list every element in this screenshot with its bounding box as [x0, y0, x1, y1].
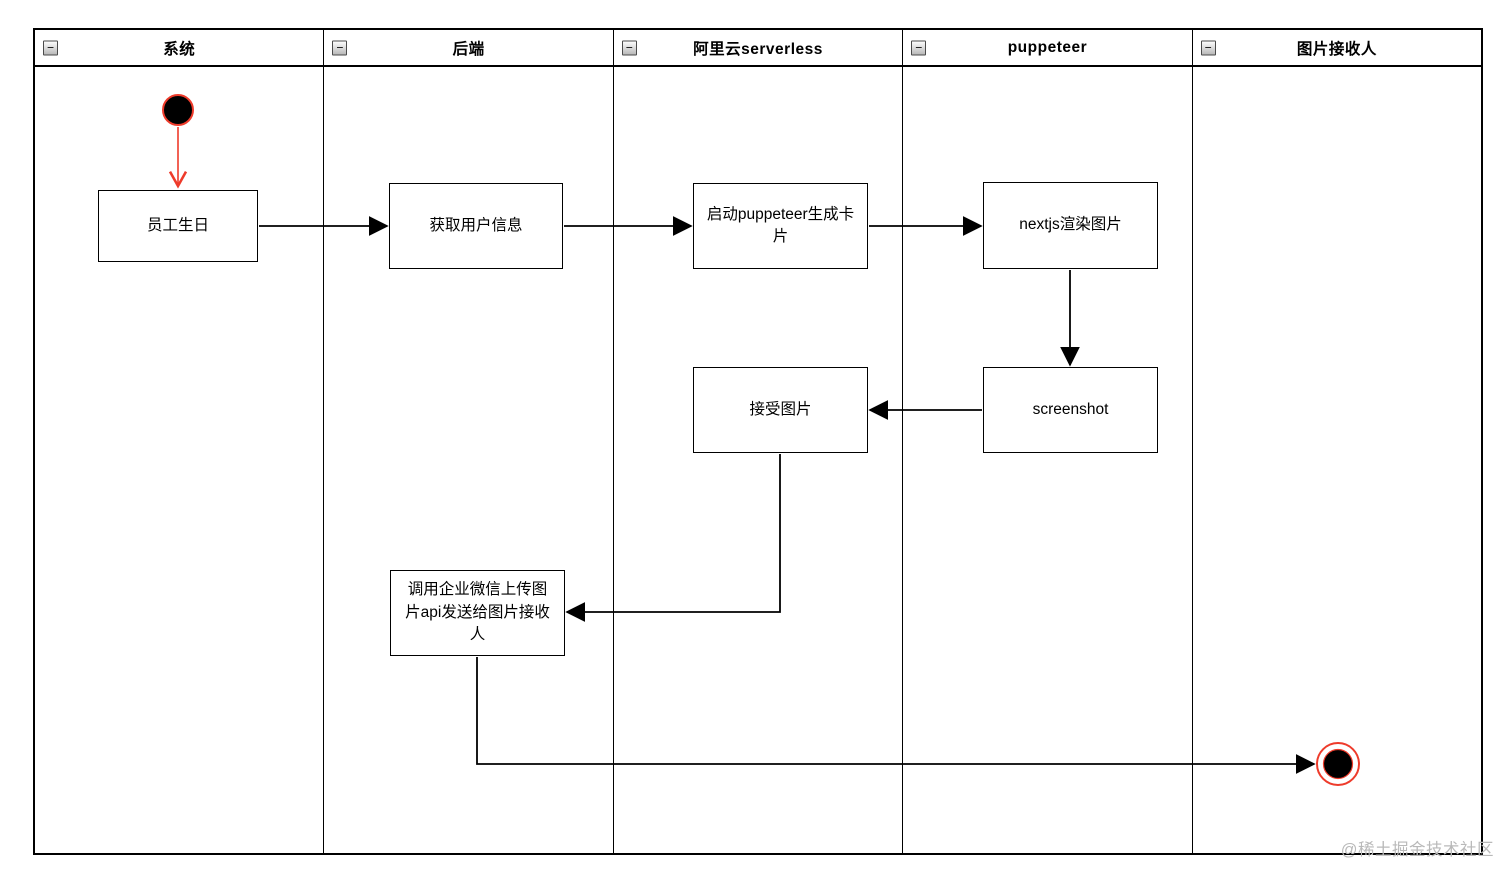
lane-header-puppeteer: − puppeteer	[903, 30, 1192, 67]
activity-node-start-puppeteer: 启动puppeteer生成卡片	[693, 183, 868, 269]
collapse-lane-icon[interactable]: −	[1200, 40, 1216, 55]
lane-title-puppeteer: puppeteer	[1007, 38, 1088, 56]
lane-header-aliyun-serverless: − 阿里云serverless	[613, 30, 903, 67]
activity-node-employee-birthday: 员工生日	[98, 190, 258, 262]
lane-title-backend: 后端	[452, 40, 485, 58]
collapse-lane-icon[interactable]: −	[332, 40, 348, 55]
collapse-lane-icon[interactable]: −	[43, 40, 58, 55]
activity-node-get-user-info: 获取用户信息	[389, 183, 563, 269]
lane-puppeteer: − puppeteer	[903, 30, 1193, 853]
activity-node-nextjs-render: nextjs渲染图片	[983, 182, 1158, 269]
lane-backend: − 后端	[324, 30, 614, 853]
lane-header-backend: − 后端	[324, 30, 613, 67]
activity-node-screenshot: screenshot	[983, 367, 1158, 453]
lane-title-system: 系统	[163, 40, 196, 58]
lane-header-image-receiver: − 图片接收人	[1192, 30, 1482, 67]
collapse-lane-icon[interactable]: −	[911, 40, 927, 55]
watermark-juejin: @稀土掘金技术社区	[1340, 841, 1494, 859]
lane-title-image-receiver: 图片接收人	[1296, 40, 1377, 58]
activity-node-call-wechat-api: 调用企业微信上传图片api发送给图片接收人	[390, 570, 565, 656]
activity-node-receive-image: 接受图片	[693, 367, 868, 453]
lane-aliyun-serverless: − 阿里云serverless	[613, 30, 904, 853]
lane-system: − 系统	[35, 30, 325, 853]
lane-title-aliyun-serverless: 阿里云serverless	[693, 40, 823, 58]
lane-image-receiver: − 图片接收人	[1192, 30, 1482, 853]
lane-header-system: − 系统	[35, 30, 324, 67]
collapse-lane-icon[interactable]: −	[621, 40, 637, 55]
